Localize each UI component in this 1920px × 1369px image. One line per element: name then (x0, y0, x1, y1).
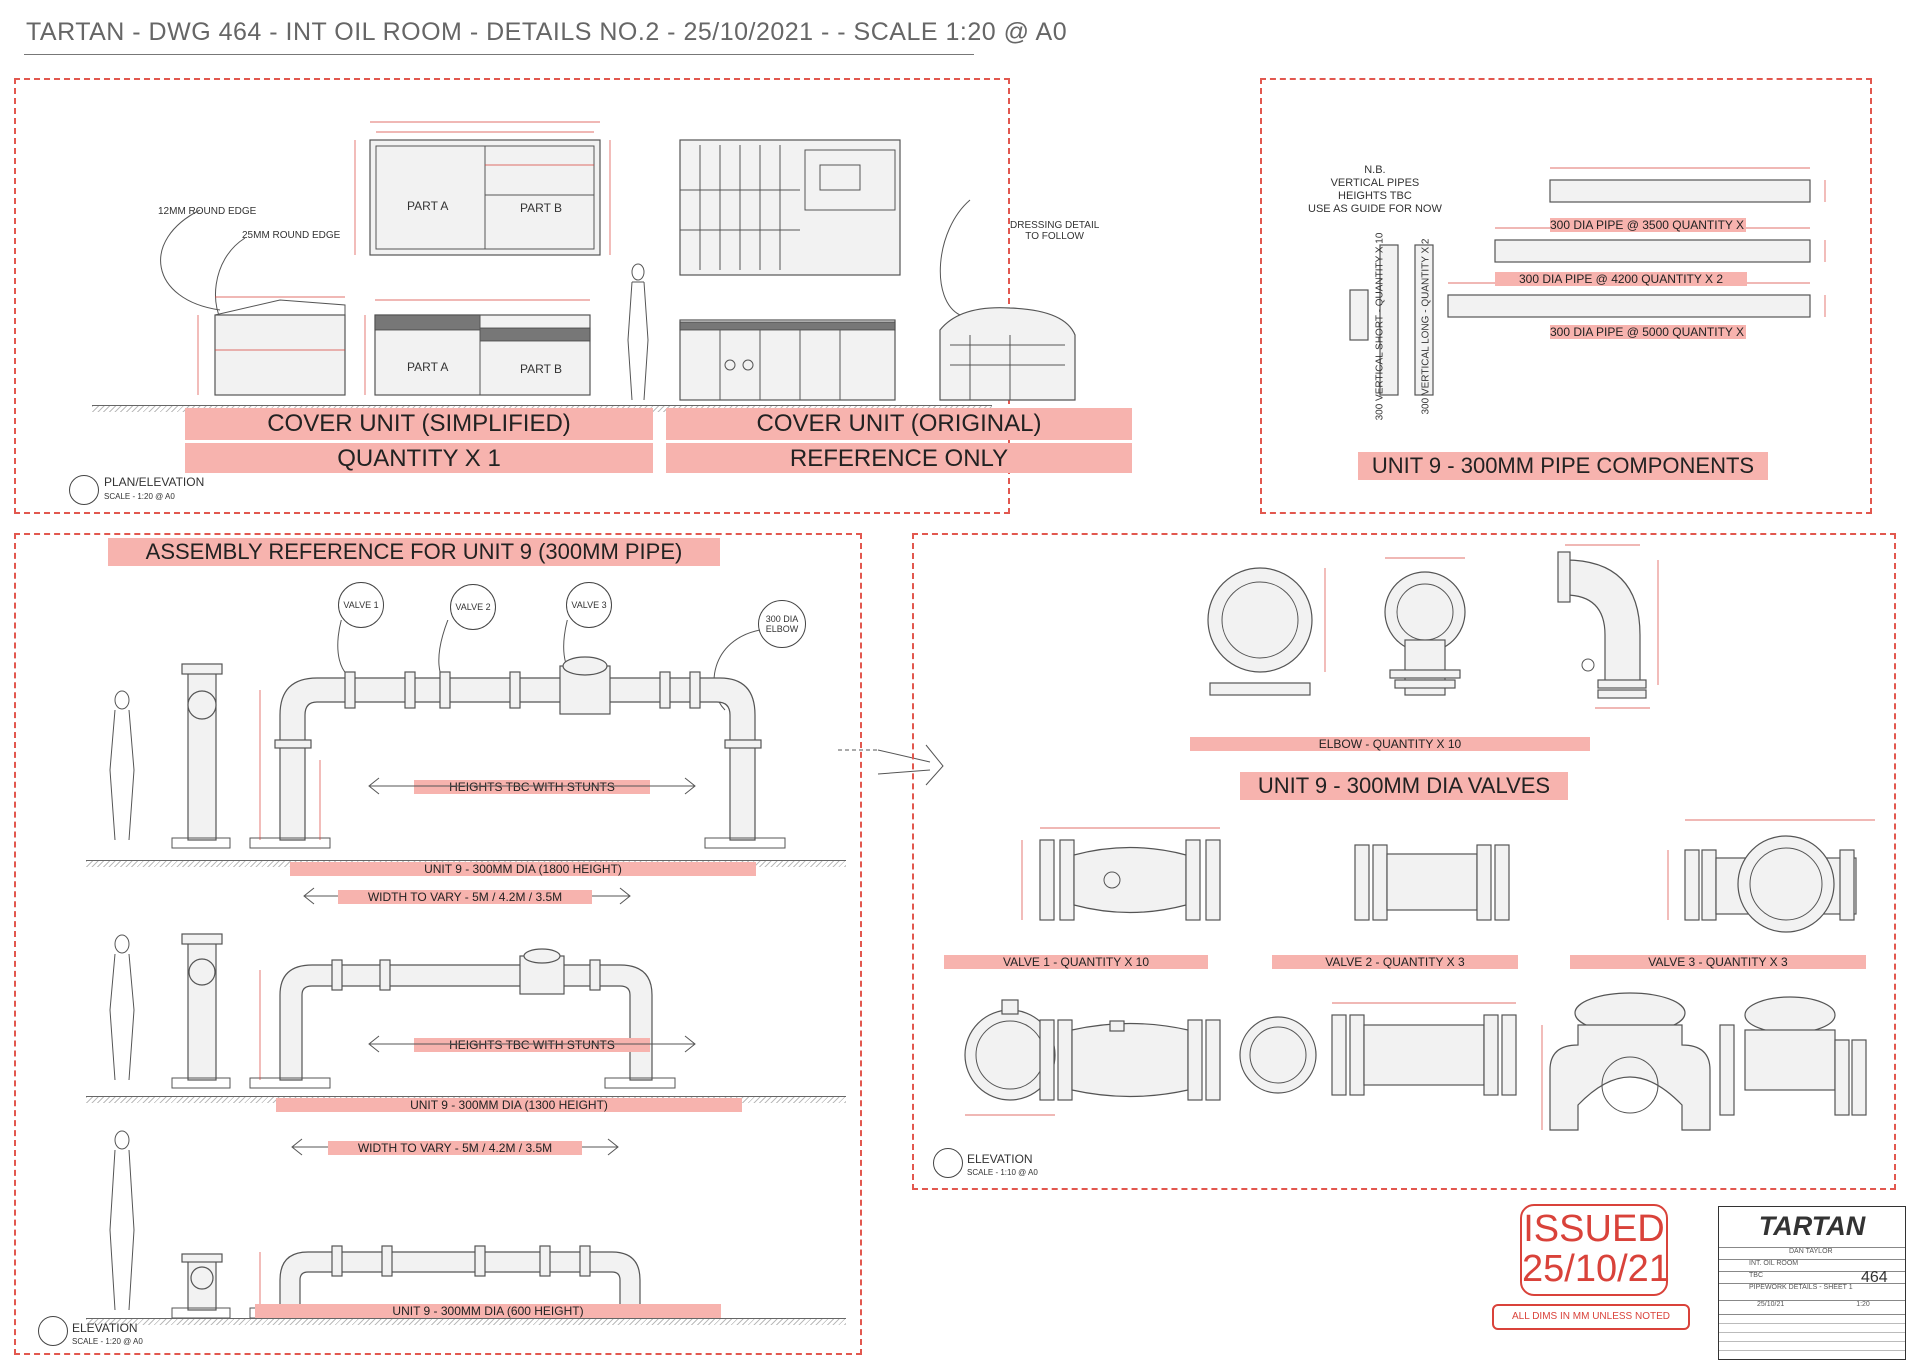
assembly-panel (14, 533, 862, 1355)
title-underline (24, 54, 974, 55)
valves-elevation-scale: SCALE - 1:10 @ A0 (967, 1168, 1038, 1177)
plan-part-a-label: PART A (407, 199, 449, 213)
dressing-detail-note: DRESSING DETAIL TO FOLLOW (1010, 220, 1100, 242)
heights-arrow-1300 (368, 1035, 696, 1053)
valves-panel (912, 533, 1896, 1190)
cover-original-ref-band: REFERENCE ONLY (666, 443, 1132, 473)
pipe-components-drawing (1349, 167, 1826, 396)
valve2-callout: VALVE 2 (450, 584, 496, 630)
unit-1300-band: UNIT 9 - 300MM DIA (1300 HEIGHT) (276, 1098, 742, 1112)
vertical-pipes-note: N.B. VERTICAL PIPES HEIGHTS TBC USE AS G… (1308, 164, 1442, 215)
issued-stamp: ISSUED 25/10/21 (1520, 1204, 1670, 1296)
pipe-components-panel (1260, 78, 1872, 514)
tb-tbc: TBC (1749, 1272, 1763, 1279)
cover-simplified-band: COVER UNIT (SIMPLIFIED) (185, 408, 653, 440)
cover-original-band: COVER UNIT (ORIGINAL) (666, 408, 1132, 440)
valves-end-drawing (964, 992, 1867, 1131)
tb-set: INT. OIL ROOM (1749, 1260, 1799, 1267)
width-note-1800: WIDTH TO VARY - 5M / 4.2M / 3.5M (338, 890, 592, 904)
vertical-long-label: 300 VERTICAL LONG - QUANTITY X 2 (1420, 238, 1432, 415)
elbow-drawing (1207, 544, 1659, 709)
elev-part-b-label: PART B (520, 362, 563, 376)
valve2-qty-band: VALVE 2 - QUANTITY X 3 (1272, 955, 1518, 969)
plan-elevation-view-scale: SCALE - 1:20 @ A0 (104, 492, 175, 501)
valves-title: UNIT 9 - 300MM DIA VALVES (1240, 772, 1568, 800)
round-edge-12-label: 12MM ROUND EDGE (158, 206, 257, 217)
valves-elevation-marker (933, 1148, 963, 1178)
tb-row-dates: 25/10/21 1:20 (1719, 1300, 1905, 1314)
assembly-title: ASSEMBLY REFERENCE FOR UNIT 9 (300MM PIP… (108, 538, 720, 566)
round-edge-25-label: 25MM ROUND EDGE (242, 230, 341, 241)
valve3-callout: VALVE 3 (566, 582, 612, 628)
cover-simplified-qty-band: QUANTITY X 1 (185, 443, 653, 473)
tb-scale: 1:20 (1856, 1301, 1870, 1308)
tb-detail: PIPEWORK DETAILS - SHEET 1 (1749, 1284, 1853, 1291)
issued-stamp-line1: ISSUED (1523, 1208, 1665, 1250)
valve1-callout: VALVE 1 (338, 582, 384, 628)
issued-stamp-line2: 25/10/21 (1522, 1248, 1670, 1290)
pipe-3500-band: 300 DIA PIPE @ 3500 QUANTITY X 1 (1550, 218, 1746, 232)
pipe-4200-band: 300 DIA PIPE @ 4200 QUANTITY X 2 (1495, 272, 1747, 286)
ground-hatch-600 (86, 1318, 846, 1325)
width-note-1300: WIDTH TO VARY - 5M / 4.2M / 3.5M (328, 1141, 582, 1155)
pipe-5000-band: 300 DIA PIPE @ 5000 QUANTITY X 2 (1550, 325, 1746, 339)
valves-front-drawing (1021, 819, 1875, 933)
valve1-qty-band: VALVE 1 - QUANTITY X 10 (944, 955, 1208, 969)
assembly-1800-drawing (109, 620, 786, 849)
tb-row-set: INT. OIL ROOM (1719, 1259, 1905, 1271)
assembly-elevation-marker (38, 1316, 68, 1346)
title-block: TARTAN DAN TAYLOR INT. OIL ROOM TBC PIPE… (1718, 1206, 1906, 1360)
dims-note: ALL DIMS IN MM UNLESS NOTED (1492, 1304, 1690, 1330)
plan-part-b-label: PART B (520, 201, 563, 215)
heights-note-1800: HEIGHTS TBC WITH STUNTS (414, 780, 650, 794)
cover-unit-drawing (160, 121, 1076, 401)
unit-1800-band: UNIT 9 - 300MM DIA (1800 HEIGHT) (290, 862, 756, 876)
valve3-qty-band: VALVE 3 - QUANTITY X 3 (1570, 955, 1866, 969)
heights-note-1300: HEIGHTS TBC WITH STUNTS (414, 1038, 650, 1052)
unit-600-band: UNIT 9 - 300MM DIA (600 HEIGHT) (255, 1304, 721, 1318)
tb-row-grid (1719, 1314, 1905, 1359)
plan-elevation-view-title: PLAN/ELEVATION (104, 475, 205, 489)
assembly-600-drawing (109, 1130, 671, 1319)
valves-elevation-title: ELEVATION (967, 1152, 1033, 1166)
assembly-elevation-scale: SCALE - 1:20 @ A0 (72, 1337, 143, 1346)
link-arrow (838, 744, 944, 786)
assembly-elevation-title: ELEVATION (72, 1321, 138, 1335)
heights-arrow-1800 (368, 777, 696, 795)
plan-elevation-view-marker (69, 475, 99, 505)
tb-row-tbc: TBC (1719, 1271, 1905, 1283)
tb-date: 25/10/21 (1757, 1301, 1785, 1308)
assembly-1300-drawing (109, 933, 676, 1089)
title-block-brand: TARTAN (1758, 1211, 1866, 1241)
vertical-short-label: 300 VERTICAL SHORT - QUANTITY X 10 (1374, 232, 1386, 421)
elev-part-a-label: PART A (407, 360, 449, 374)
tb-row-production: DAN TAYLOR (1719, 1247, 1905, 1259)
tb-row-detail: PIPEWORK DETAILS - SHEET 1 (1719, 1283, 1905, 1300)
elbow-callout: 300 DIA ELBOW (758, 600, 806, 648)
tb-production: DAN TAYLOR (1789, 1248, 1833, 1255)
elbow-qty-band: ELBOW - QUANTITY X 10 (1190, 737, 1590, 751)
cover-unit-panel (14, 78, 1010, 514)
drawing-title: TARTAN - DWG 464 - INT OIL ROOM - DETAIL… (26, 18, 1068, 46)
tb-drawing-no: 464 (1861, 1269, 1888, 1286)
pipe-components-title: UNIT 9 - 300MM PIPE COMPONENTS (1358, 452, 1768, 480)
